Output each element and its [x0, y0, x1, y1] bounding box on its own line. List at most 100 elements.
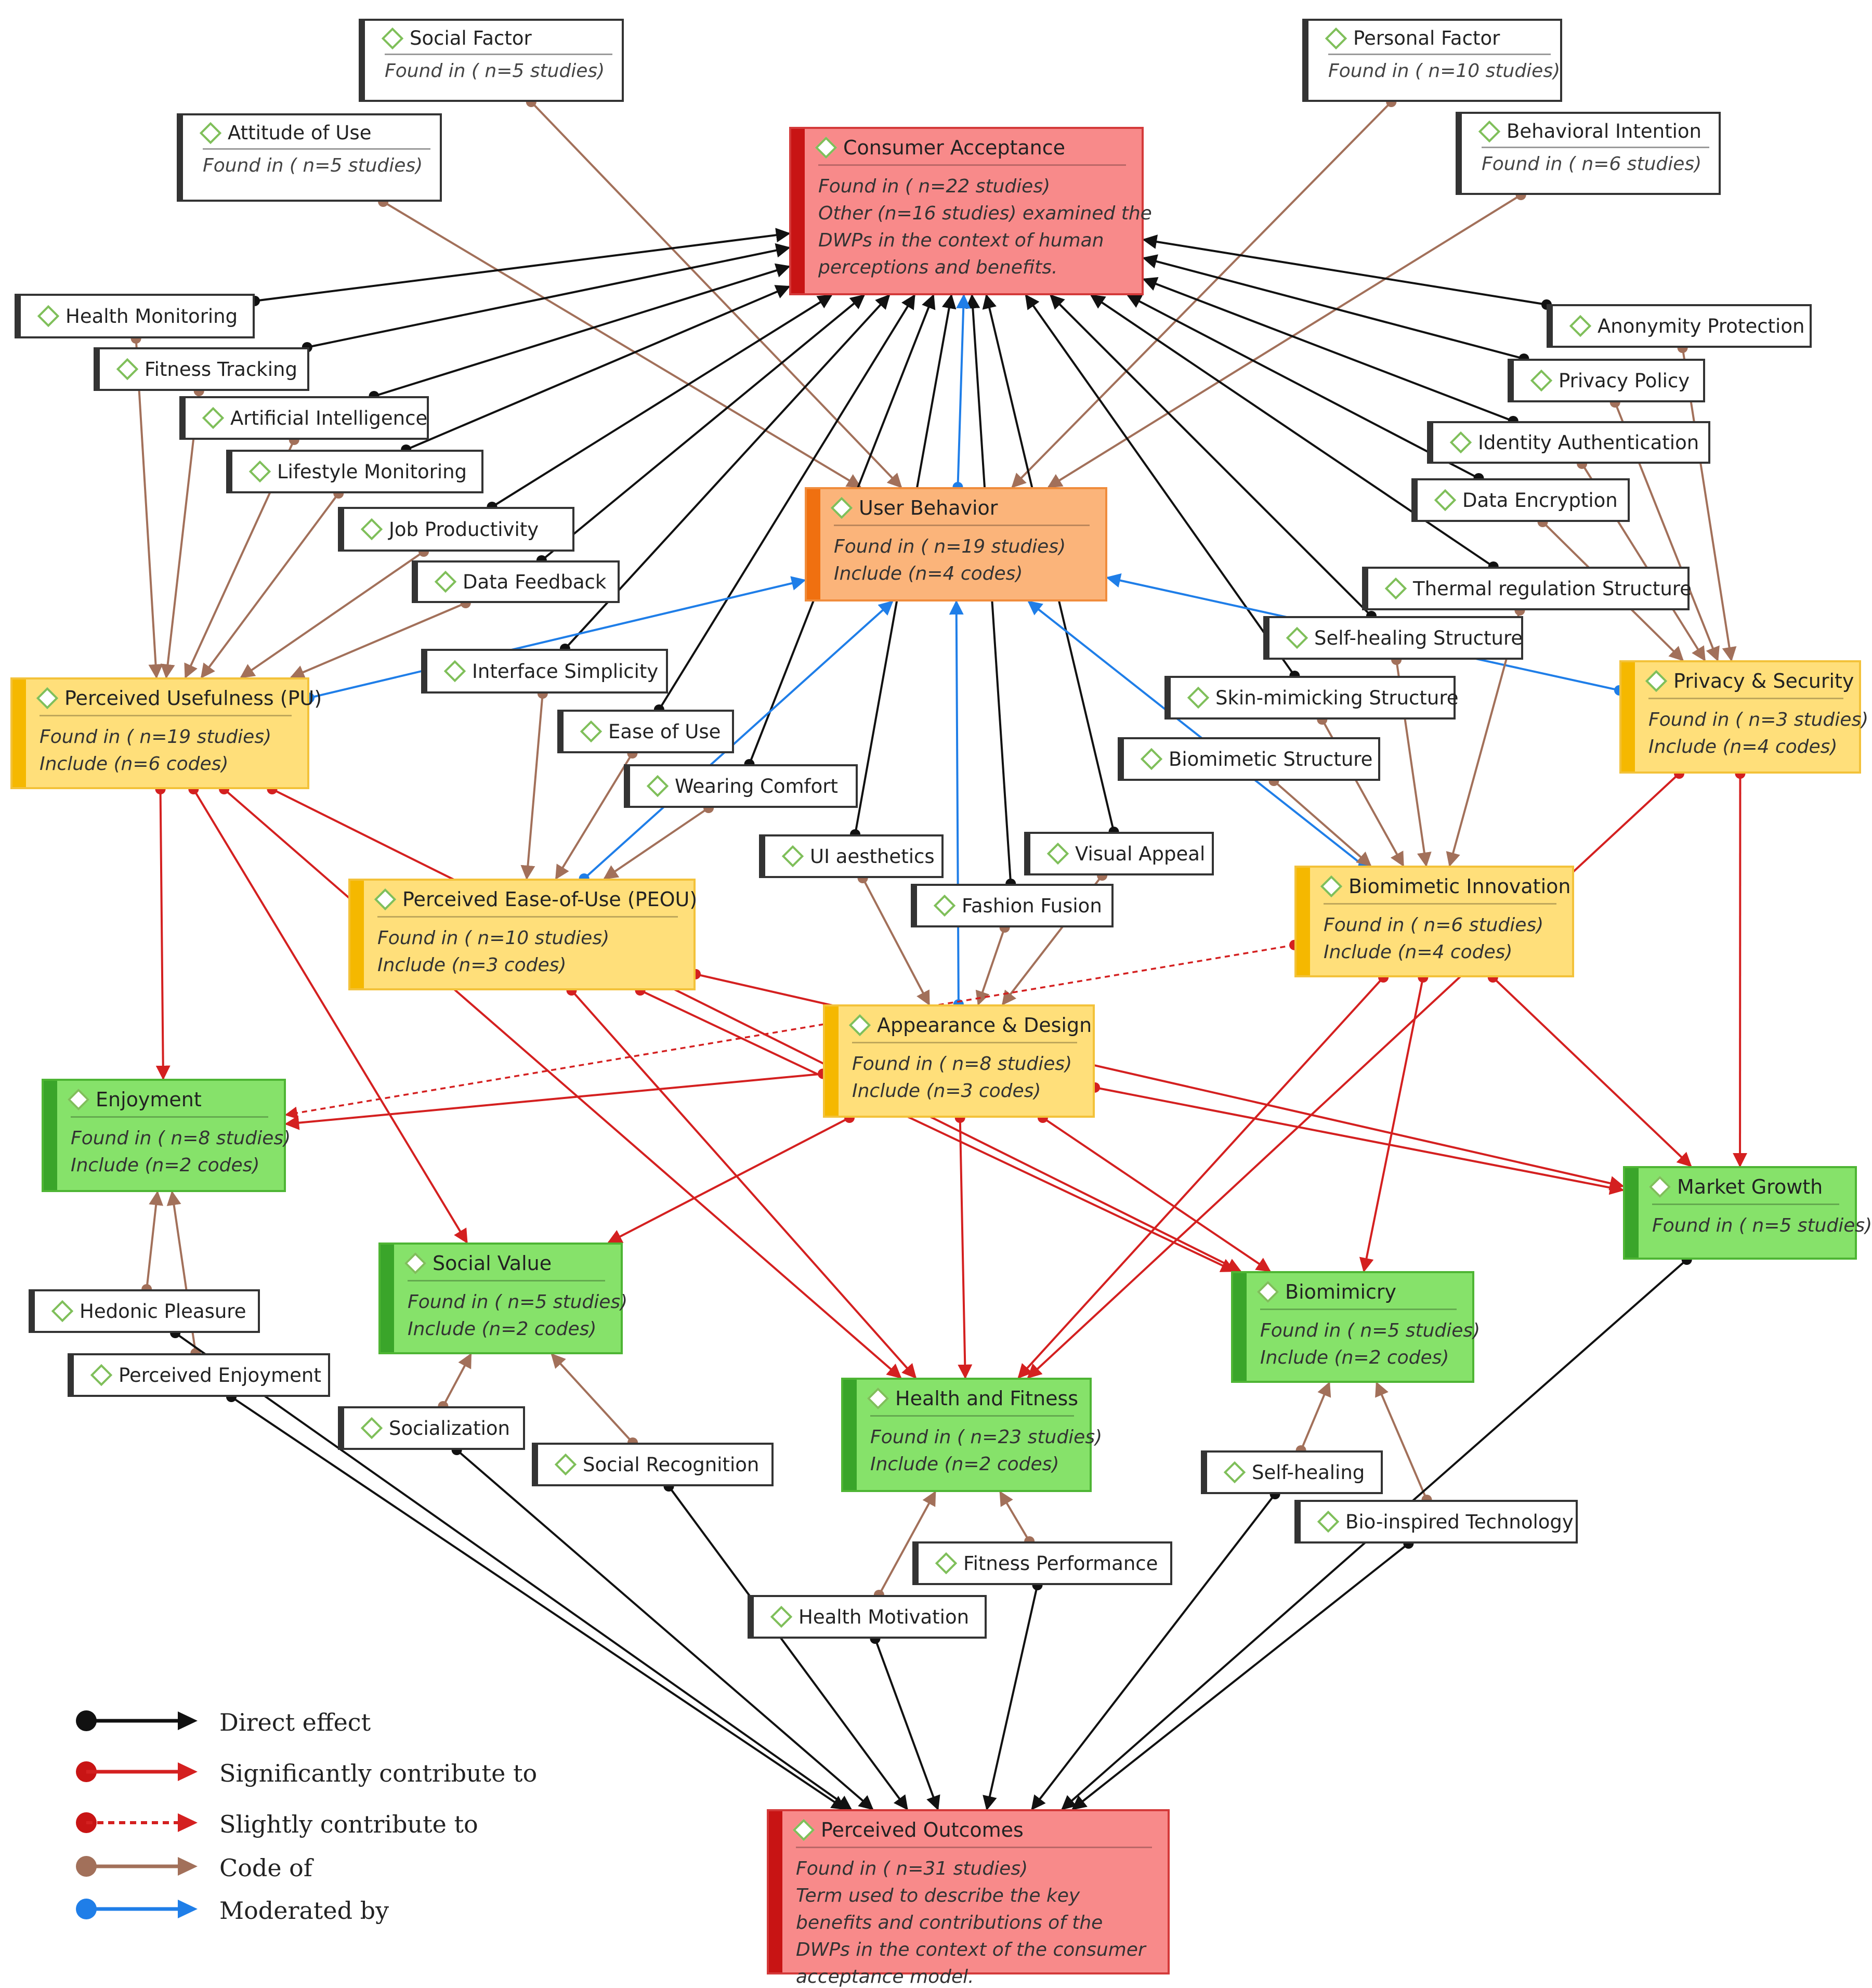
- desc-line: Found in ( n=8 studies): [71, 1128, 291, 1149]
- node-ease-of-use[interactable]: Ease of Use: [557, 710, 734, 753]
- node-label: Data Feedback: [463, 570, 607, 593]
- node-anonymity-protection[interactable]: Anonymity Protection: [1547, 304, 1812, 348]
- node-enjoyment[interactable]: Enjoyment Found in ( n=8 studies) Includ…: [42, 1079, 291, 1192]
- legend-item-moderated: Moderated by: [68, 1893, 535, 1925]
- node-health-monitoring[interactable]: Health Monitoring: [15, 294, 255, 338]
- node-biomimetic-innovation[interactable]: Biomimetic Innovation Found in ( n=6 stu…: [1294, 866, 1574, 977]
- node-identity-authentication[interactable]: Identity Authentication: [1427, 421, 1710, 464]
- node-personal-factor[interactable]: Personal Factor Found in ( n=10 studies): [1302, 19, 1562, 102]
- desc-line: Include (n=2 codes): [1260, 1347, 1449, 1368]
- node-wearing-comfort[interactable]: Wearing Comfort: [624, 764, 858, 808]
- code-diamond-icon: [1286, 626, 1308, 649]
- node-perceived-ease-of-use[interactable]: Perceived Ease-of-Use (PEOU) Found in ( …: [348, 879, 698, 990]
- node-social-value[interactable]: Social Value Found in ( n=5 studies) Inc…: [378, 1242, 627, 1354]
- category-bar: [381, 1245, 394, 1352]
- node-privacy-policy[interactable]: Privacy Policy: [1508, 359, 1705, 402]
- node-label: Privacy & Security: [1673, 670, 1854, 692]
- node-socialization[interactable]: Socialization: [338, 1406, 525, 1450]
- edge-line: [373, 263, 791, 397]
- edge-line: [1031, 1493, 1276, 1811]
- category-bar: [1297, 868, 1310, 975]
- code-diamond-icon: [116, 358, 139, 381]
- desc-line: Include (n=2 codes): [71, 1155, 260, 1176]
- edge-line: [135, 338, 163, 679]
- edge-line: [861, 878, 931, 1006]
- node-appearance-design[interactable]: Appearance & Design Found in ( n=8 studi…: [823, 1004, 1095, 1118]
- code-diamond-icon: [1384, 577, 1407, 600]
- edge-significant-appearance_design-to-health_fitness: [954, 1113, 973, 1379]
- category-bar: [807, 489, 820, 599]
- node-privacy-security[interactable]: Privacy & Security Found in ( n=3 studie…: [1619, 660, 1868, 774]
- node-bio-inspired-technology[interactable]: Bio-inspired Technology: [1294, 1500, 1578, 1544]
- node-skin-mimicking-structure[interactable]: Skin-mimicking Structure: [1164, 676, 1459, 720]
- category-diamond-icon: [1648, 1175, 1671, 1198]
- desc-line: Include (n=2 codes): [408, 1318, 597, 1340]
- node-user-behavior[interactable]: User Behavior Found in ( n=19 studies) I…: [805, 487, 1107, 601]
- legend-label: Slightly contribute to: [219, 1810, 478, 1838]
- desc-line: Found in ( n=19 studies): [40, 726, 272, 748]
- node-description: Found in ( n=22 studies) Other (n=16 stu…: [818, 173, 1152, 281]
- node-perceived-usefulness[interactable]: Perceived Usefulness (PU) Found in ( n=1…: [10, 677, 322, 789]
- desc-line: Include (n=3 codes): [852, 1080, 1041, 1102]
- node-data-feedback[interactable]: Data Feedback: [412, 560, 620, 603]
- node-perceived-outcomes[interactable]: Perceived Outcomes Found in ( n=31 studi…: [767, 1809, 1170, 1987]
- edge-line: [491, 294, 833, 508]
- node-health-and-fitness[interactable]: Health and Fitness Found in ( n=23 studi…: [841, 1378, 1103, 1492]
- edge-line: [541, 294, 866, 561]
- node-perceived-enjoyment[interactable]: Perceived Enjoyment: [68, 1353, 330, 1397]
- node-attitude-of-use[interactable]: Attitude of Use Found in ( n=5 studies): [177, 113, 442, 202]
- node-label: User Behavior: [859, 496, 998, 519]
- node-market-growth[interactable]: Market Growth Found in ( n=5 studies): [1623, 1166, 1872, 1260]
- node-label: Data Encryption: [1462, 489, 1618, 512]
- node-hedonic-pleasure[interactable]: Hedonic Pleasure: [29, 1289, 260, 1333]
- node-fitness-performance[interactable]: Fitness Performance: [912, 1541, 1172, 1585]
- desc-line: Found in ( n=23 studies): [870, 1427, 1103, 1448]
- edge-line: [551, 1353, 634, 1444]
- edge-line: [603, 807, 710, 880]
- node-social-recognition[interactable]: Social Recognition: [532, 1443, 774, 1486]
- code-diamond-icon: [1140, 748, 1163, 770]
- node-behavioral-intention[interactable]: Behavioral Intention Found in ( n=6 stud…: [1456, 112, 1721, 195]
- node-thermal-regulation-structure[interactable]: Thermal regulation Structure: [1362, 567, 1692, 610]
- node-ui-aesthetics[interactable]: UI aesthetics: [759, 834, 944, 878]
- node-health-motivation[interactable]: Health Motivation: [748, 1595, 987, 1639]
- node-fashion-fusion[interactable]: Fashion Fusion: [911, 884, 1114, 927]
- node-job-productivity[interactable]: Job Productivity: [338, 507, 574, 552]
- edge-line: [975, 927, 1006, 1006]
- edge-line: [607, 1117, 850, 1244]
- node-data-encryption[interactable]: Data Encryption: [1411, 478, 1630, 522]
- code-diamond-icon: [935, 1552, 958, 1575]
- node-label: Social Factor: [410, 27, 532, 49]
- edge-significant-biomimetic_innovation-to-market_growth: [1487, 972, 1692, 1167]
- edge-significant-appearance_design-to-social_value: [607, 1113, 855, 1244]
- node-interface-simplicity[interactable]: Interface Simplicity: [421, 649, 668, 694]
- node-fitness-tracking[interactable]: Fitness Tracking: [94, 347, 309, 391]
- edge-direct-lifestyle_monitoring-to-consumer_acceptance: [401, 285, 791, 455]
- node-artificial-intelligence[interactable]: Artificial Intelligence: [179, 396, 429, 440]
- legend-swatch-significant: [76, 1761, 198, 1782]
- edge-line: [1492, 976, 1692, 1167]
- category-diamond-icon: [830, 496, 853, 519]
- desc-line: Found in ( n=5 studies): [1652, 1215, 1872, 1236]
- node-found: Found in ( n=5 studies): [203, 155, 423, 176]
- node-label: Perceived Ease-of-Use (PEOU): [402, 888, 698, 911]
- node-biomimetic-structure[interactable]: Biomimetic Structure: [1118, 737, 1380, 781]
- edge-line: [1142, 277, 1514, 422]
- edge-code_of-social_recognition-to-social_value: [551, 1353, 638, 1448]
- category-bar: [1621, 662, 1635, 771]
- node-consumer-acceptance[interactable]: Consumer Acceptance Found in ( n=22 stud…: [789, 127, 1152, 295]
- legend-item-significant: Significantly contribute to: [68, 1756, 537, 1787]
- node-visual-appeal[interactable]: Visual Appeal: [1024, 832, 1214, 875]
- node-label: Perceived Outcomes: [821, 1819, 1024, 1841]
- node-label: UI aesthetics: [810, 845, 935, 868]
- edge-code_of-hedonic_pleasure-to-enjoyment: [141, 1191, 164, 1294]
- node-lifestyle-monitoring[interactable]: Lifestyle Monitoring: [226, 450, 483, 493]
- edge-moderated-appearance_design-to-user_behavior: [949, 600, 964, 1010]
- edge-line: [1042, 1117, 1272, 1272]
- node-self-healing-structure[interactable]: Self-healing Structure: [1263, 616, 1523, 660]
- node-biomimicry[interactable]: Biomimicry Found in ( n=5 studies) Inclu…: [1231, 1271, 1480, 1383]
- code-diamond-icon: [1223, 1461, 1246, 1484]
- node-social-factor[interactable]: Social Factor Found in ( n=5 studies): [359, 19, 624, 102]
- node-self-healing[interactable]: Self-healing: [1201, 1450, 1383, 1494]
- desc-line: Term used to describe the key benefits a…: [796, 1885, 1146, 1987]
